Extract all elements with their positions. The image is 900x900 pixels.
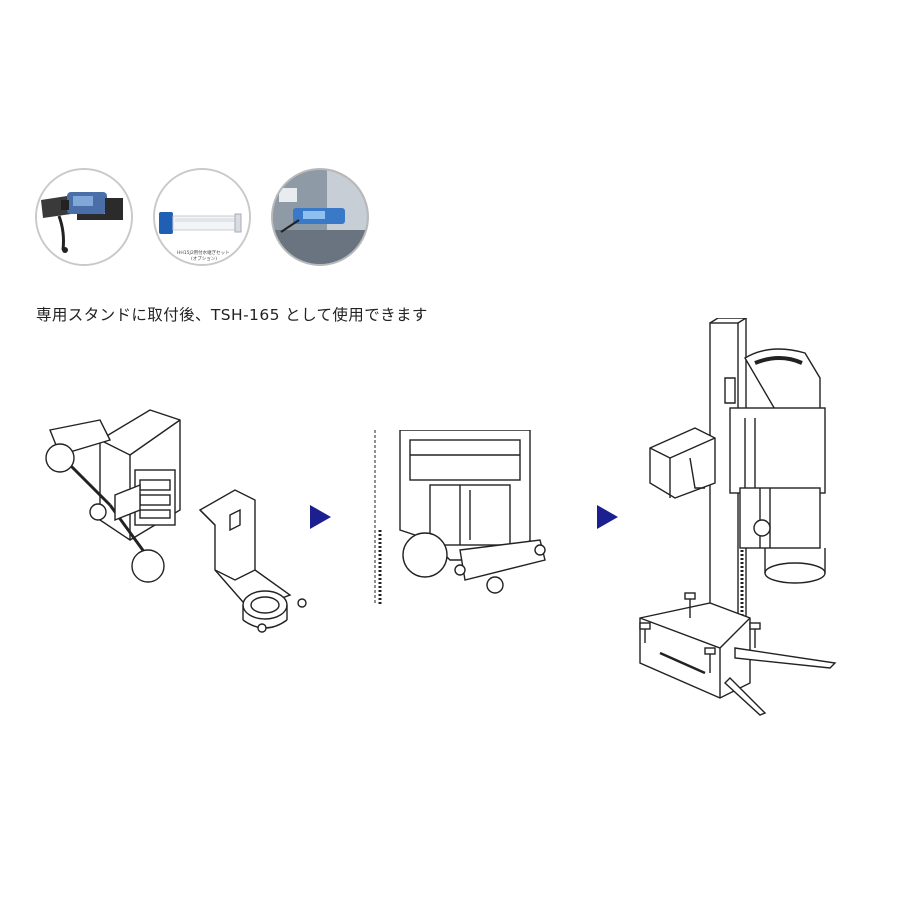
- mounting-detail-drawing: [374, 430, 546, 605]
- core-drill-icon: [37, 170, 131, 264]
- carriage-bracket-drawing: [45, 409, 307, 633]
- drill-in-use-thumbnail: [271, 168, 369, 266]
- step-arrow-2-icon: [597, 505, 618, 529]
- step-arrow-1-icon: [310, 505, 331, 529]
- core-drill-thumbnail: [35, 168, 133, 266]
- bit-set-thumbnail: HH15J2用付水継ぎセット (オプション): [153, 168, 251, 266]
- bit-set-caption-1: HH15J2用付水継ぎセット: [177, 251, 230, 256]
- stand-assembly-drawing: [639, 318, 837, 716]
- bit-set-caption-2: (オプション): [191, 257, 218, 262]
- drill-in-use-icon: [273, 170, 367, 264]
- core-bit-icon: [155, 170, 249, 264]
- usage-caption: 専用スタンドに取付後、TSH-165 として使用できます: [36, 306, 428, 324]
